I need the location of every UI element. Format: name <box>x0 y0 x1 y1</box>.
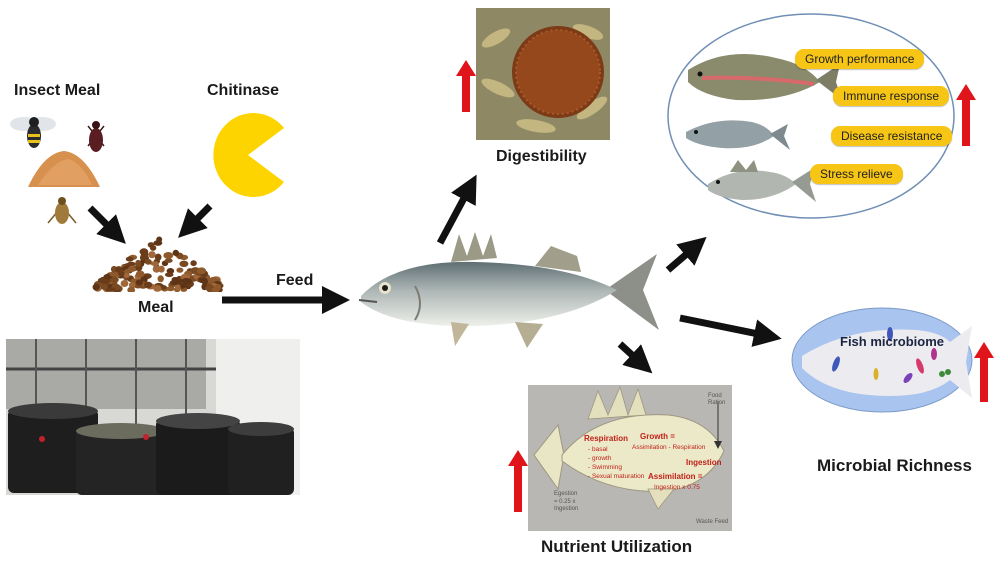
respiration-title: Respiration <box>584 434 628 443</box>
feed-pellet <box>190 260 197 267</box>
feed-pellet <box>180 278 191 284</box>
arrow-insect-to-meal <box>87 205 126 244</box>
growth-formula: Assimilation - Respiration <box>632 444 706 451</box>
up-arrow-icon-benefits <box>956 84 976 146</box>
benefits-circle <box>667 13 955 219</box>
egestion-formula: = 0.25 x <box>554 499 576 505</box>
benefit-stress-relieve: Stress relieve <box>810 164 903 184</box>
feed-pellet <box>124 268 132 274</box>
sea-bass-fish <box>358 232 659 348</box>
feed-pellet <box>174 284 181 291</box>
benefit-disease-resistance: Disease resistance <box>831 126 953 146</box>
meal-pellets-icon <box>92 236 224 292</box>
arrow-fish-to-digestibility <box>436 174 477 245</box>
respiration-item-4: - Sexual maturation <box>588 473 645 480</box>
arrow-fish-to-benefits <box>665 236 707 273</box>
assimilation-title: Assimilation = <box>648 472 703 481</box>
feed-label: Feed <box>276 272 314 289</box>
feed-pellet <box>115 266 123 273</box>
arrow-fish-to-microbiome <box>679 314 782 347</box>
benefit-immune-response: Immune response <box>833 86 950 106</box>
feed-pellet <box>152 265 161 273</box>
feed-pellet <box>150 261 159 266</box>
respiration-item-1: - basal <box>588 446 608 453</box>
feed-pellet <box>205 284 214 292</box>
feed-pellet <box>198 277 208 284</box>
chitinase-pacman-icon <box>213 113 284 197</box>
feed-pellet <box>149 245 157 251</box>
feed-pellet <box>109 272 117 277</box>
feed-pellet <box>139 248 149 256</box>
meal-label: Meal <box>138 299 174 316</box>
up-arrow-icon-nutrient <box>508 450 528 512</box>
chitinase-label: Chitinase <box>207 82 280 99</box>
assimilation-formula: Ingestion x 0.75 <box>654 484 700 491</box>
feed-pellet <box>176 267 184 273</box>
respiration-item-3: - Swimming <box>588 464 622 471</box>
feed-pellet <box>169 279 180 285</box>
feed-pellet <box>101 283 109 290</box>
feed-pellet <box>166 268 175 274</box>
microbial-richness-label: Microbial Richness <box>817 456 972 475</box>
nutrient-utilization-label: Nutrient Utilization <box>541 537 693 556</box>
feed-pellet <box>164 258 173 263</box>
food-ration-text: Food <box>708 393 722 399</box>
benefit-growth-performance: Growth performance <box>795 49 925 69</box>
feed-pellet <box>172 249 179 256</box>
feed-pellet <box>211 286 220 292</box>
egestion-text: Egestion <box>554 491 577 497</box>
feed-pellet <box>135 259 142 267</box>
digestibility-photo <box>476 8 610 140</box>
insect-meal-label: Insect Meal <box>14 82 101 99</box>
aquaculture-tanks-photo <box>6 339 300 495</box>
fish-microbiome-graphic <box>791 307 973 413</box>
salmon-icon <box>686 120 790 150</box>
waste-feed-text: Waste Feed <box>696 519 728 525</box>
ingestion-text: Ingestion <box>686 458 722 467</box>
up-arrow-icon-digestibility <box>456 60 476 112</box>
feed-pellet <box>120 280 129 287</box>
respiration-item-2: - growth <box>588 455 612 462</box>
energy-budget-diagram: Food Ration Respiration - basal - growth… <box>528 385 732 531</box>
beetle-icon <box>87 121 105 152</box>
feed-pellet <box>156 236 163 243</box>
feed-pellet <box>163 252 174 259</box>
feed-pellet <box>128 282 136 288</box>
powder-meal-icon <box>28 151 100 187</box>
feed-pellet <box>179 260 189 267</box>
feed-pellet <box>144 258 152 265</box>
feed-pellet <box>153 285 162 292</box>
up-arrow-icon-microbiome <box>974 342 994 402</box>
feed-pellet <box>148 251 156 259</box>
feed-pellet <box>154 253 162 261</box>
feed-pellet <box>106 287 116 292</box>
egestion-formula-2: Ingestion <box>554 506 578 512</box>
cricket-icon <box>47 197 77 224</box>
digestibility-label: Digestibility <box>496 148 587 165</box>
food-ration-text-2: Ration <box>708 400 725 406</box>
feed-pellet <box>135 279 144 286</box>
feed-pellet <box>123 273 130 278</box>
feed-pellet <box>92 283 100 291</box>
arrow-chitinase-to-meal <box>178 203 213 238</box>
feed-pellet <box>143 281 153 288</box>
feed-pellet <box>110 276 119 283</box>
feed-pellet <box>164 272 174 278</box>
feed-pellet <box>135 270 145 278</box>
arrow-fish-to-nutrient <box>617 341 653 374</box>
feed-pellet <box>97 277 106 283</box>
feed-pellet <box>125 256 134 262</box>
growth-title: Growth = <box>640 432 675 441</box>
feed-pellet <box>166 286 175 292</box>
feed-pellet <box>157 275 164 283</box>
feed-pellet <box>196 267 207 275</box>
fish-microbiome-label: Fish microbiome <box>840 334 945 349</box>
feed-pellet <box>140 253 147 261</box>
wasp-icon <box>10 117 56 148</box>
